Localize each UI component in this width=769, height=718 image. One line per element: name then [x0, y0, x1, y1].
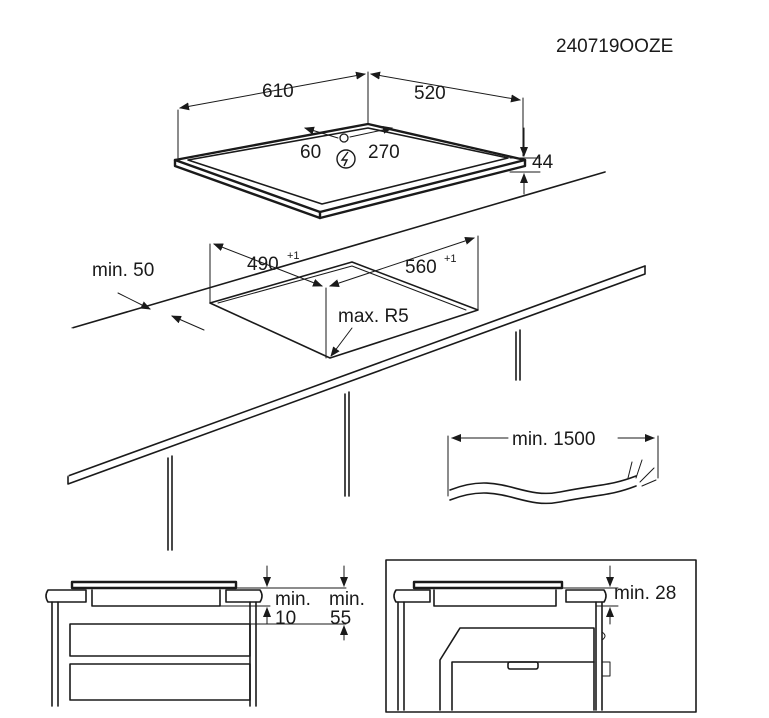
oven-section-frame	[385, 559, 697, 713]
hob-drawing: 610 520 44 60 270	[173, 71, 554, 220]
hob-glass-edge	[187, 127, 509, 205]
oven-section-hob-body	[433, 589, 557, 607]
cutout-depth-dimension	[329, 237, 475, 287]
oven-section-worktop-right	[565, 589, 607, 603]
radius-leader	[330, 327, 353, 357]
section-cabinet-right	[249, 601, 257, 707]
hob-width-label: 610	[262, 81, 294, 102]
oven-clearance-label: min. 28	[614, 583, 676, 604]
connection-dim-right	[349, 125, 393, 138]
section-hob-glass	[70, 580, 238, 590]
cable-drawing: min. 1500	[447, 429, 659, 505]
hob-depth-label: 520	[414, 83, 446, 104]
front-distance-arrow-2	[171, 315, 205, 331]
oven-section-drawing: min. 28	[385, 559, 697, 713]
hob-front-edge	[173, 158, 322, 220]
drawer-min10-line1: min.	[275, 589, 311, 610]
section-drawer-2	[69, 663, 251, 701]
front-distance-arrow-1	[117, 292, 151, 310]
oven-section-cabinet-right	[595, 601, 603, 711]
cable-line-bottom	[449, 485, 637, 505]
oven-section-cabinet-left	[397, 601, 405, 711]
worktop-back-edge	[71, 171, 606, 329]
oven-front	[451, 661, 595, 711]
drawer-min55-line2: 55	[330, 608, 351, 629]
section-drawer-1	[69, 623, 251, 657]
connection-right-label: 270	[368, 142, 400, 163]
cable-wire-ends	[627, 459, 657, 487]
cutout-width-dimension	[213, 243, 323, 287]
hob-height-label: 44	[532, 152, 554, 173]
hob-height-ext	[509, 157, 541, 173]
drawer-min55-line1: min.	[329, 589, 365, 610]
cutout-depth-label: 560	[405, 257, 437, 278]
drawer-clearance-ext	[219, 587, 347, 625]
worktop-leg-3	[515, 329, 521, 381]
worktop-left-edge	[67, 327, 73, 477]
hob-right-edge	[318, 158, 527, 220]
worktop-front-edge	[67, 265, 646, 477]
electrical-connection-icon	[336, 149, 356, 169]
diagram-code: 240719OOZE	[556, 36, 673, 57]
cutout-width-tolerance: +1	[287, 250, 300, 262]
connection-left-label: 60	[300, 142, 321, 163]
worktop-drawing: 490 +1 560 +1 max. R5 min. 50	[67, 171, 646, 551]
front-distance-label: min. 50	[92, 260, 154, 281]
connection-dim-left	[304, 126, 339, 139]
worktop-front-face	[67, 265, 646, 485]
oven-section-worktop-left	[393, 589, 431, 603]
oven-fixing	[601, 631, 611, 677]
drawer-min10-line2: 10	[275, 608, 296, 629]
worktop-leg-2	[344, 391, 350, 497]
cable-line-top	[449, 475, 637, 495]
corner-radius-label: max. R5	[338, 306, 409, 327]
oven-section-hob-glass	[412, 580, 564, 590]
connection-point	[339, 133, 349, 143]
section-worktop-left	[45, 589, 87, 603]
oven-handle	[507, 661, 539, 670]
worktop-leg-1	[167, 455, 173, 551]
section-hob-body	[91, 589, 221, 607]
drawer-section-drawing: min. 10 min. 55	[45, 565, 365, 707]
oven-body	[439, 627, 595, 711]
cutout-width-label: 490	[247, 254, 279, 275]
oven-clearance-ext	[561, 587, 619, 607]
cutout-dim-ext	[209, 235, 479, 359]
cable-length-label: min. 1500	[512, 429, 595, 450]
hob-depth-dimension	[370, 71, 521, 103]
section-cabinet-left	[51, 601, 59, 707]
hob-width-dimension	[179, 71, 366, 111]
section-worktop-right	[225, 589, 263, 603]
cutout-depth-tolerance: +1	[444, 253, 457, 265]
cable-dim-ext	[447, 435, 659, 497]
